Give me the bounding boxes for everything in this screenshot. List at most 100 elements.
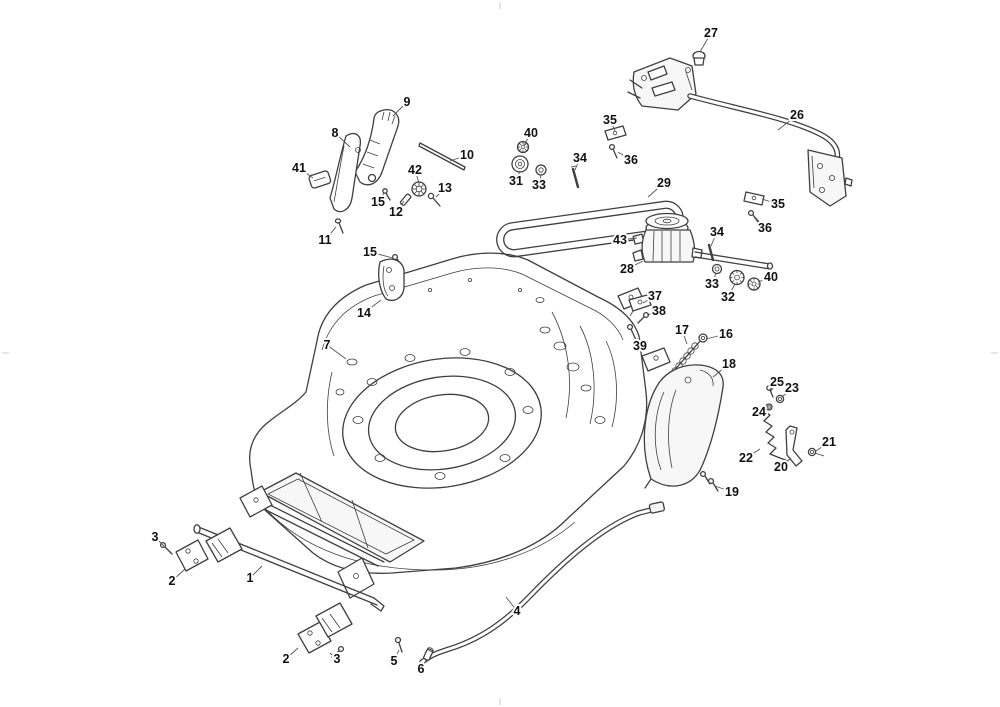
pin-34-right [707, 243, 715, 262]
callout-leader [727, 283, 736, 298]
callout-label-19: 19 [725, 485, 739, 499]
callout-leader [505, 596, 518, 612]
callout-label-39: 39 [633, 339, 647, 353]
callout-leader [393, 649, 400, 662]
gear-40-left [516, 140, 530, 154]
callout-label-33: 33 [705, 277, 719, 291]
deck-slots [335, 277, 606, 424]
callout-leader [420, 658, 428, 670]
screw-15-upper [382, 188, 391, 201]
callout-label-24: 24 [752, 405, 766, 419]
callout-label-43: 43 [613, 233, 627, 247]
callout-label-27: 27 [704, 26, 718, 40]
callout-label-40: 40 [764, 270, 778, 284]
callout-leader [609, 119, 616, 132]
knob-42 [411, 181, 427, 197]
callout-leader [705, 333, 727, 340]
callout-label-41: 41 [292, 161, 306, 175]
part-41 [308, 170, 332, 189]
callout-leader [780, 457, 792, 468]
callout-leader [699, 32, 712, 53]
callout-leader [753, 215, 766, 229]
callout-label-23: 23 [785, 381, 799, 395]
callout-leader [324, 226, 337, 241]
callout-leader [249, 565, 263, 579]
callout-leader [646, 310, 660, 316]
bolt-21 [807, 447, 825, 457]
callout-label-37: 37 [648, 289, 662, 303]
callout-label-4: 4 [514, 604, 521, 618]
cap-27 [692, 50, 706, 66]
callout-leader [714, 485, 733, 493]
callout-leader [710, 231, 718, 247]
pulley-31 [511, 155, 529, 173]
callout-label-20: 20 [774, 460, 788, 474]
callout-leader [334, 132, 351, 148]
washer-33-left [535, 164, 547, 176]
callout-leader [712, 363, 730, 378]
callout-leader [757, 276, 772, 283]
screws-19 [699, 470, 719, 492]
callout-label-38: 38 [652, 304, 666, 318]
rear-bar-group [394, 501, 665, 665]
callout-label-11: 11 [318, 233, 331, 247]
callout-leader [285, 647, 299, 660]
screw-13 [427, 192, 441, 207]
pin-34-left [570, 165, 580, 189]
bracket-14 [378, 258, 405, 302]
callout-leader [377, 192, 385, 203]
callout-leader [298, 167, 314, 179]
bolt-holes [352, 348, 534, 480]
callout-label-8: 8 [332, 126, 339, 140]
callout-label-2: 2 [283, 652, 290, 666]
callout-leader [154, 536, 165, 547]
callout-label-15: 15 [363, 245, 377, 259]
callout-leader [523, 132, 532, 146]
clip-35-right [743, 191, 765, 206]
callout-label-10: 10 [460, 148, 474, 162]
deck-ribs [326, 311, 617, 457]
gear-32 [729, 269, 745, 286]
callout-leader [681, 329, 688, 345]
rod-10 [418, 142, 466, 171]
callout-label-1: 1 [247, 571, 254, 585]
callout-leader [449, 154, 468, 162]
callout-label-5: 5 [391, 654, 398, 668]
callout-label-36: 36 [758, 221, 772, 235]
callout-leader [626, 260, 644, 270]
callout-label-36: 36 [624, 153, 638, 167]
callout-label-32: 32 [721, 290, 735, 304]
pulley-cluster [511, 140, 580, 189]
callout-leader [761, 198, 779, 205]
handle-group [604, 50, 853, 223]
callout-label-9: 9 [404, 95, 411, 109]
screw-25 [766, 385, 774, 398]
callout-label-7: 7 [324, 338, 331, 352]
callout-label-26: 26 [790, 108, 804, 122]
callout-label-6: 6 [418, 662, 425, 676]
callout-leader [758, 405, 769, 413]
callout-label-16: 16 [719, 327, 733, 341]
callout-label-14: 14 [357, 306, 371, 320]
deflector-18 [643, 364, 724, 489]
callout-leader [363, 299, 382, 314]
callout-leader [781, 387, 793, 398]
callout-label-18: 18 [722, 357, 736, 371]
lever-20 [785, 425, 803, 467]
engine-mount-boss [342, 357, 542, 489]
callout-label-12: 12 [389, 205, 403, 219]
callout-leader [369, 251, 394, 259]
spring-lever-group [757, 385, 825, 467]
callout-label-34: 34 [710, 225, 724, 239]
spring-22 [757, 407, 789, 462]
callout-leader [171, 568, 186, 582]
callout-leader [745, 448, 761, 459]
callout-leader [326, 344, 347, 360]
callout-label-25: 25 [770, 375, 784, 389]
callout-label-13: 13 [438, 181, 452, 195]
callout-leader [642, 295, 656, 304]
callout-leader [619, 237, 638, 241]
callout-label-40: 40 [524, 126, 538, 140]
